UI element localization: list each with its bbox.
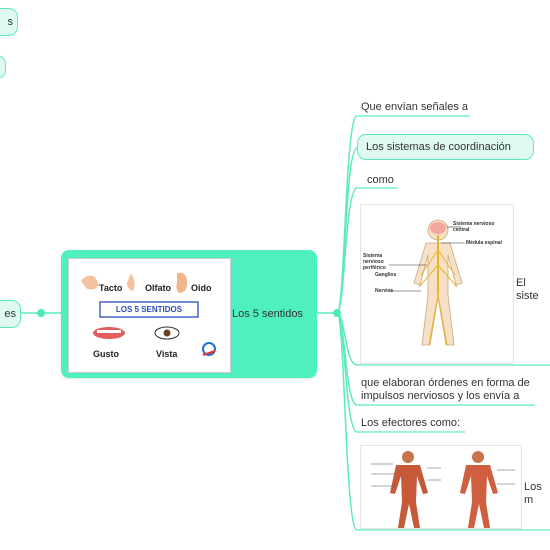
sense-gusto: Gusto (93, 349, 119, 359)
nervous-system-image: Sistema nervioso central Médula espinal … (360, 204, 514, 364)
left-node-top-label: s (7, 16, 14, 28)
left-node-bottom-label: es (4, 308, 16, 320)
junction-dot-right (333, 309, 341, 317)
nervous-label-central: Sistema nervioso central (453, 221, 495, 233)
nervous-label-periferico: Sistema nervioso periférico (363, 253, 386, 271)
branch-elaboran-ordenes[interactable]: que elaboran órdenes en forma de impulso… (361, 377, 530, 402)
branch-envian-senales[interactable]: Que envían señales a (361, 101, 469, 113)
left-node-bottom[interactable]: es (0, 300, 21, 328)
branch-como[interactable]: como (367, 174, 394, 186)
nervous-label-nervios: Nervios (375, 288, 394, 294)
image-title: LOS 5 SENTIDOS (115, 305, 183, 314)
five-senses-illustration (81, 272, 216, 356)
branch-el-sistema[interactable]: El siste (516, 277, 539, 302)
nervous-system-illustration (389, 219, 465, 346)
junction-dot-left (37, 309, 45, 317)
muscles-illustration (371, 451, 515, 528)
branch-efectores[interactable]: Los efectores como: (361, 417, 461, 429)
sense-vista: Vista (156, 349, 178, 359)
nervous-label-ganglios: Ganglios (375, 272, 397, 278)
sense-oido: Oido (191, 283, 212, 293)
sense-tacto: Tacto (99, 283, 123, 293)
central-label: Los 5 sentidos (232, 308, 303, 320)
muscles-image (360, 445, 522, 529)
nervous-label-medula: Médula espinal (466, 240, 502, 246)
branch-sistemas-coordinacion[interactable]: Los sistemas de coordinación (357, 134, 534, 160)
left-node-top[interactable]: s (0, 8, 18, 36)
branch-los-musculos[interactable]: Los m (524, 481, 542, 506)
sense-olfato: Olfato (145, 283, 171, 293)
branch-sistemas-coordinacion-label: Los sistemas de coordinación (366, 141, 511, 153)
central-image: Tacto Olfato Oido LOS 5 SENTIDOS Gusto V… (68, 258, 231, 373)
